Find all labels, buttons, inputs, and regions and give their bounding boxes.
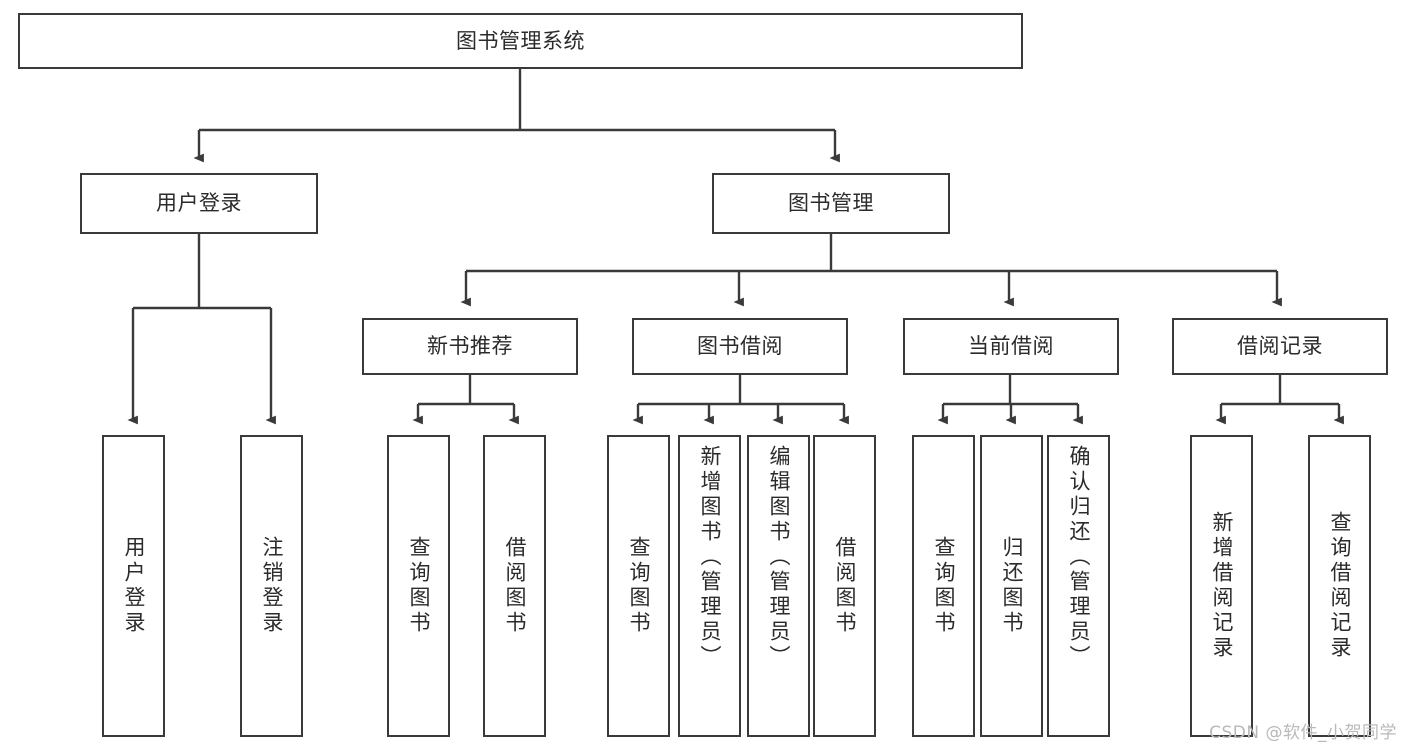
leaf-recommend-borrow-book[interactable]: 借阅图书 [483, 435, 546, 737]
node-book-borrow[interactable]: 图书借阅 [632, 318, 848, 375]
node-label: 注销登录 [260, 536, 284, 636]
node-label: 新书推荐 [427, 334, 513, 359]
node-label: 归还图书 [1000, 536, 1024, 636]
node-current-borrow[interactable]: 当前借阅 [903, 318, 1119, 375]
leaf-borrow-edit-book-admin[interactable]: 编辑图书（管理员） [747, 435, 810, 737]
node-root-system[interactable]: 图书管理系统 [18, 13, 1023, 69]
node-label: 查询图书 [627, 536, 651, 636]
leaf-record-add-record[interactable]: 新增借阅记录 [1190, 435, 1253, 737]
node-label: 新增借阅记录 [1210, 511, 1234, 661]
node-user-login[interactable]: 用户登录 [80, 173, 318, 234]
node-label: 当前借阅 [968, 334, 1054, 359]
leaf-current-return-book[interactable]: 归还图书 [980, 435, 1043, 737]
leaf-record-query-record[interactable]: 查询借阅记录 [1308, 435, 1371, 737]
leaf-current-query-book[interactable]: 查询图书 [912, 435, 975, 737]
node-label: 编辑图书（管理员） [767, 445, 791, 670]
node-label: 用户登录 [156, 191, 242, 216]
node-label: 图书管理 [788, 191, 874, 216]
node-label: 查询图书 [407, 536, 431, 636]
node-label: 查询图书 [932, 536, 956, 636]
node-label: 借阅图书 [833, 536, 857, 636]
leaf-user-login-logout[interactable]: 注销登录 [240, 435, 303, 737]
node-book-management[interactable]: 图书管理 [712, 173, 950, 234]
node-new-book-recommend[interactable]: 新书推荐 [362, 318, 578, 375]
node-label: 新增图书（管理员） [698, 445, 722, 670]
leaf-recommend-query-book[interactable]: 查询图书 [387, 435, 450, 737]
node-label: 借阅图书 [503, 536, 527, 636]
watermark: CSDN @软件_小贺同学 [1209, 723, 1397, 743]
node-borrow-record[interactable]: 借阅记录 [1172, 318, 1388, 375]
node-label: 图书借阅 [697, 334, 783, 359]
leaf-current-confirm-return-admin[interactable]: 确认归还（管理员） [1047, 435, 1110, 737]
node-label: 确认归还（管理员） [1067, 445, 1091, 670]
node-label: 图书管理系统 [456, 28, 585, 53]
node-label: 用户登录 [122, 536, 146, 636]
node-label: 借阅记录 [1237, 334, 1323, 359]
leaf-borrow-query-book[interactable]: 查询图书 [607, 435, 670, 737]
leaf-user-login-login[interactable]: 用户登录 [102, 435, 165, 737]
leaf-borrow-add-book-admin[interactable]: 新增图书（管理员） [678, 435, 741, 737]
leaf-borrow-borrow-book[interactable]: 借阅图书 [813, 435, 876, 737]
node-label: 查询借阅记录 [1328, 511, 1352, 661]
